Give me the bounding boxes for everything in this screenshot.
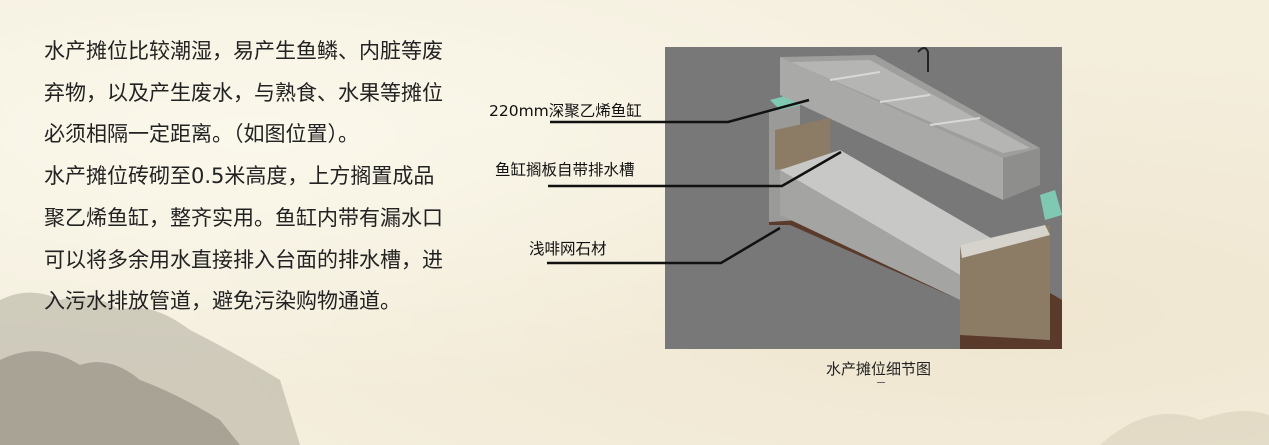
- drain-shelf: [780, 150, 1020, 275]
- label-drain-shelf: 鱼缸搁板自带排水槽: [495, 161, 635, 179]
- label-fish-tank: 220mm深聚乙烯鱼缸: [489, 102, 642, 120]
- figure-caption: 水产摊位细节图: [826, 360, 932, 378]
- right-pillar: [960, 225, 1050, 340]
- description-text: 水产摊位比较潮湿，易产生鱼鳞、内脏等废弃物，以及产生废水，与熟食、水果等摊位必须…: [44, 31, 454, 323]
- faucet: [917, 47, 929, 72]
- label-stone: 浅啡网石材: [529, 240, 607, 258]
- leader-line-stone: [547, 226, 781, 265]
- paragraph-location: 水产摊位比较潮湿，易产生鱼鳞、内脏等废弃物，以及产生废水，与熟食、水果等摊位必须…: [44, 39, 443, 147]
- fish-tank-front: [780, 57, 1003, 200]
- leader-line-tank: [550, 98, 810, 124]
- caption-dash: [877, 382, 885, 383]
- paragraph-construction: 水产摊位砖砌至0.5米高度，上方搁置成品聚乙烯鱼缸，整齐实用。鱼缸内带有漏水口可…: [44, 164, 443, 314]
- left-pillar-wood: [775, 118, 830, 170]
- leader-line-shelf: [548, 150, 842, 188]
